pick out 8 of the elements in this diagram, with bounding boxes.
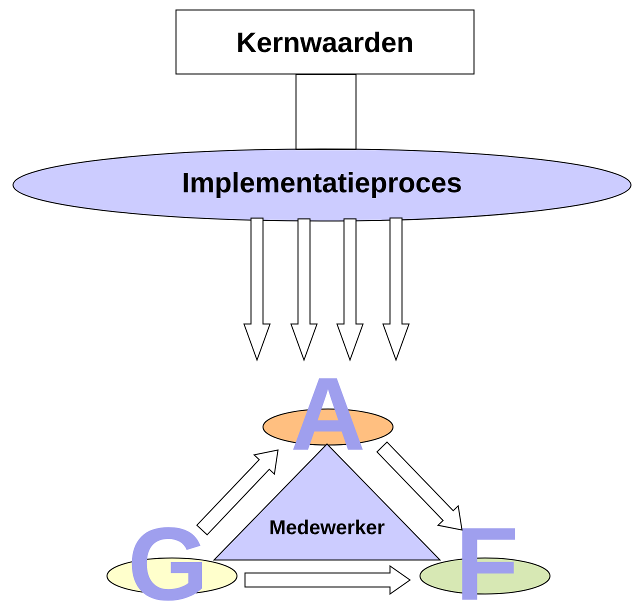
- process-box: Kernwaarden: [176, 9, 474, 74]
- connector: [296, 74, 356, 150]
- block-arrow: [244, 565, 411, 595]
- block-arrow: [336, 218, 364, 362]
- block-arrow: [382, 217, 410, 362]
- block-arrow: [243, 218, 271, 362]
- block-arrow: [290, 218, 318, 362]
- block-arrow: [196, 449, 279, 536]
